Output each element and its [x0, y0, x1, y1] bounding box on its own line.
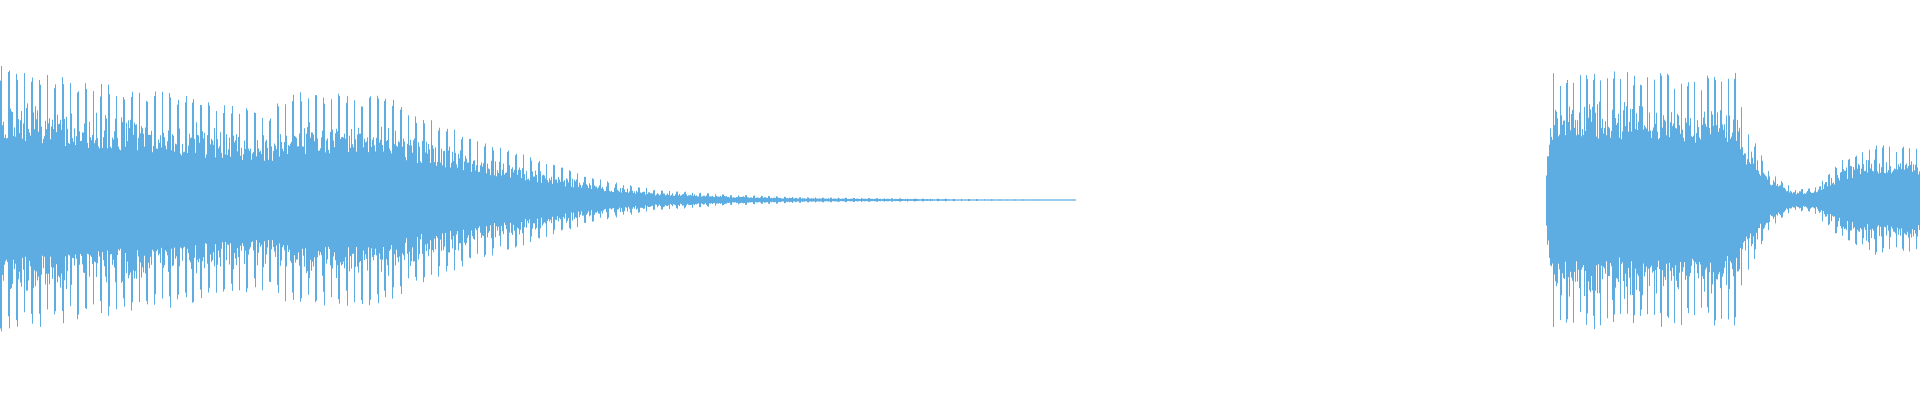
waveform-core-decaying-tone [0, 140, 1076, 260]
waveform-core-second-hit [1546, 134, 1920, 266]
waveform-samples [0, 66, 1920, 332]
